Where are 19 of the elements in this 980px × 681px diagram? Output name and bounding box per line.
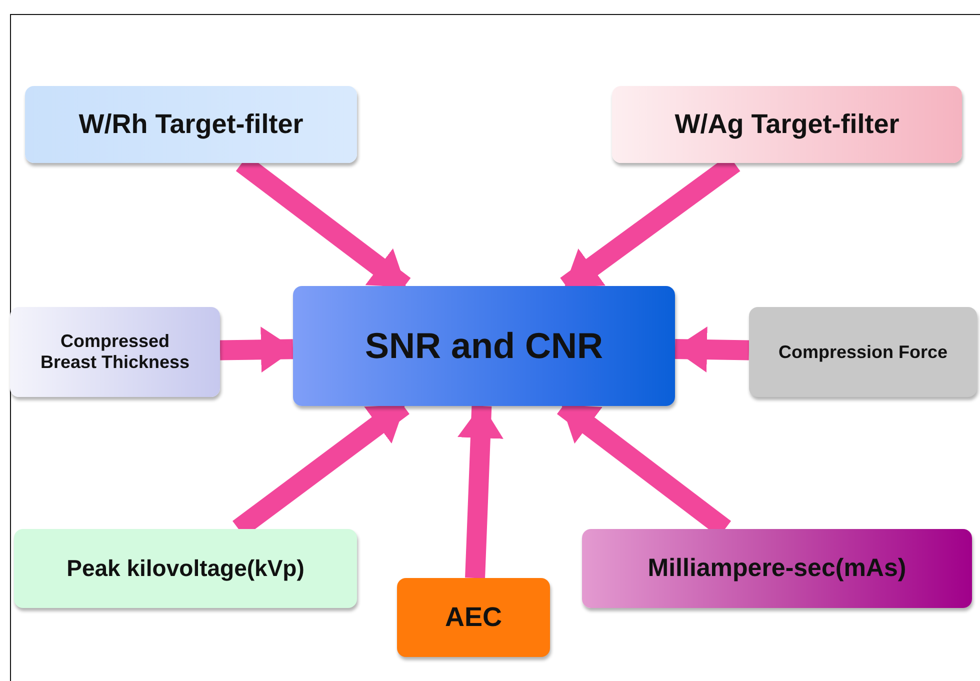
node-label: Milliampere-sec(mAs) [646,554,908,583]
arrow [673,326,750,373]
process-box [14,529,357,608]
node-label: Peak kilovoltage(kVp) [66,555,306,582]
node-label: AEC [444,602,503,633]
arrow [220,326,295,373]
process-box [612,86,962,163]
process-box [582,529,972,608]
arrow [457,404,504,578]
node-label: Compression Force [777,342,949,362]
process-box [25,86,357,163]
node-label: W/Rh Target-filter [78,109,304,140]
process-box [397,578,550,657]
process-box [10,307,220,397]
node-label: W/Ag Target-filter [674,109,900,140]
node-label: SNR and CNR [364,325,604,367]
node-label: Compressed Breast Thickness [39,331,191,373]
central-box [293,286,675,406]
process-box [749,307,977,397]
